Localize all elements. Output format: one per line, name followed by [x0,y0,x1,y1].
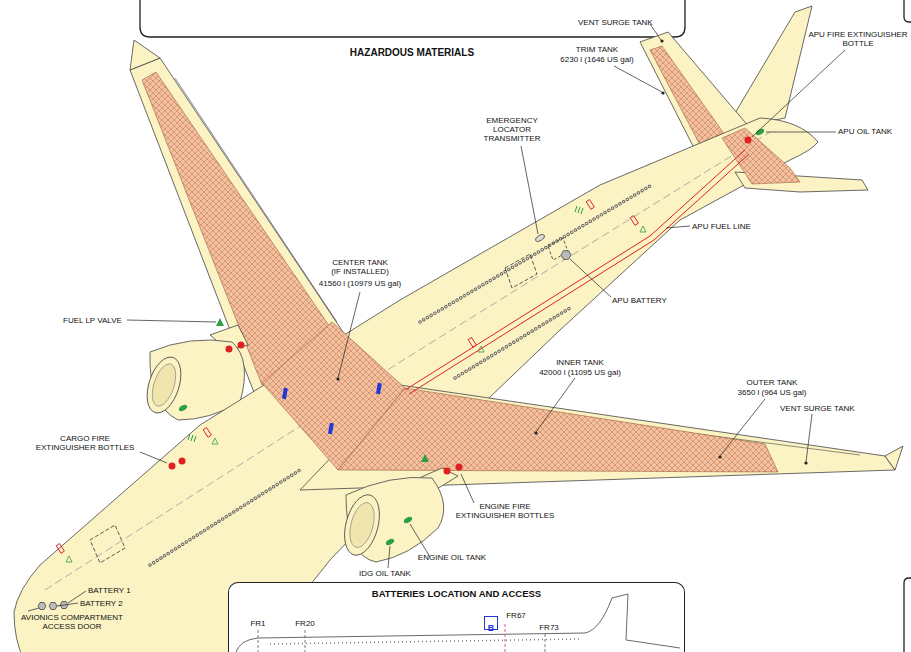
escape-slide [56,544,64,554]
callout-label: 41560 l (10979 US gal) [319,279,401,288]
callout-label: EMERGENCY LOCATOR TRANSMITTER [479,116,545,143]
elt-symbol [534,233,545,242]
blue-marker [376,383,382,395]
cargo-door [505,254,537,288]
winglet [130,40,160,70]
callout-label: CARGO FIRE EXTINGUISHER BOTTLES [31,434,139,452]
callout-label: FR73 [539,623,559,632]
fire-bottle [179,458,186,465]
fire-bottle [456,464,463,471]
callout-label: AVIONICS COMPARTMENT ACCESS DOOR [17,613,127,631]
leader-dot [718,455,721,458]
engine-intake [148,361,181,409]
trim-tank-area [722,128,800,184]
leader-dot [534,431,537,434]
cargo-door [90,525,125,563]
apu-fuel-line [405,150,749,394]
callout-label: 6230 l (1646 US gal) [560,55,633,64]
escape-slide [630,216,638,226]
node-text: BATTERIES LOCATION AND ACCESS [372,588,541,599]
callout-label: INNER TANK [556,358,604,367]
engine-intake [141,353,187,417]
callout-label: APU OIL TANK [838,127,892,136]
batteries-panel: BATTERIES LOCATION AND ACCESS B [228,582,685,652]
oxygen-symbol [640,226,646,232]
leader-dot [336,377,339,380]
callout-label: CENTER TANK (IF INSTALLED) [327,258,393,276]
blue-marker [328,423,334,435]
oil-tank [403,516,413,525]
frame-line [258,630,545,652]
oxygen-symbol [66,556,72,562]
blue-marker [282,388,288,400]
callout-label: ENGINE FIRE EXTINGUISHER BOTTLES [451,502,559,520]
battery-symbol [561,251,571,260]
battery-symbol [38,603,46,610]
fire-bottle [745,137,752,144]
escape-slide [586,200,594,210]
callout-label: APU FIRE EXTINGUISHER BOTTLE [808,30,908,48]
oxygen-symbol [212,438,218,444]
vertical-fin [725,6,812,130]
oil-tank [755,128,765,137]
leader-dot [804,461,807,464]
view-marker: B [484,616,498,630]
battery-symbol [49,603,57,610]
fire-bottle [444,468,451,475]
callout-label: BATTERY 1 [88,586,131,595]
engine-intake [345,500,378,550]
callout-label: APU FUEL LINE [692,222,751,231]
window-row [150,186,650,565]
engine-intake [339,491,386,559]
callout-label: TRIM TANK [576,45,618,54]
callout-label: 3650 l (964 US gal) [738,388,807,397]
fuel-valve [216,318,224,326]
winglet [885,446,903,470]
escape-slide [203,428,211,438]
flap-line [175,78,337,322]
oil-tank [178,404,188,413]
callout-label: FR67 [506,611,526,620]
callout-label: APU BATTERY [612,296,667,305]
callout-label: VENT SURGE TANK [780,404,855,413]
frame-line [505,624,506,652]
fire-bottle [226,346,233,353]
callout-label: FR20 [295,619,315,628]
fuselage [14,118,818,652]
fuel-tank-area [142,72,332,385]
panel-frame [140,0,685,37]
side-view-aircraft [236,594,680,652]
node-text: B [488,623,495,634]
fire-bottle [238,342,245,349]
centerline [45,132,770,590]
callout-label: IDG OIL TANK [359,569,411,578]
callout-label: OUTER TANK [747,378,798,387]
leader-dot [661,91,664,94]
leader-dot [660,39,663,42]
diagram-title: HAZARDOUS MATERIALS [350,47,474,58]
fire-bottle [169,463,176,470]
callout-label: ENGINE OIL TANK [418,553,486,562]
panel-frame [904,0,911,22]
callout-label: VENT SURGE TANK [578,18,653,27]
panel-frame [904,578,911,652]
panel-ground [228,582,685,652]
side-view-windows [270,639,580,644]
leader-line [28,24,845,611]
callout-label: 42000 l (11095 US gal) [539,368,621,377]
window-row [150,186,650,565]
callout-label: BATTERY 2 [80,599,123,608]
center-tank-area [262,322,405,470]
fuel-valve [421,454,429,462]
fuel-tank-area [338,388,778,472]
callout-label: FR1 [250,619,265,628]
oil-tank [385,538,395,547]
callout-label: FUEL LP VALVE [63,316,122,325]
trim-tank-area [650,46,725,145]
